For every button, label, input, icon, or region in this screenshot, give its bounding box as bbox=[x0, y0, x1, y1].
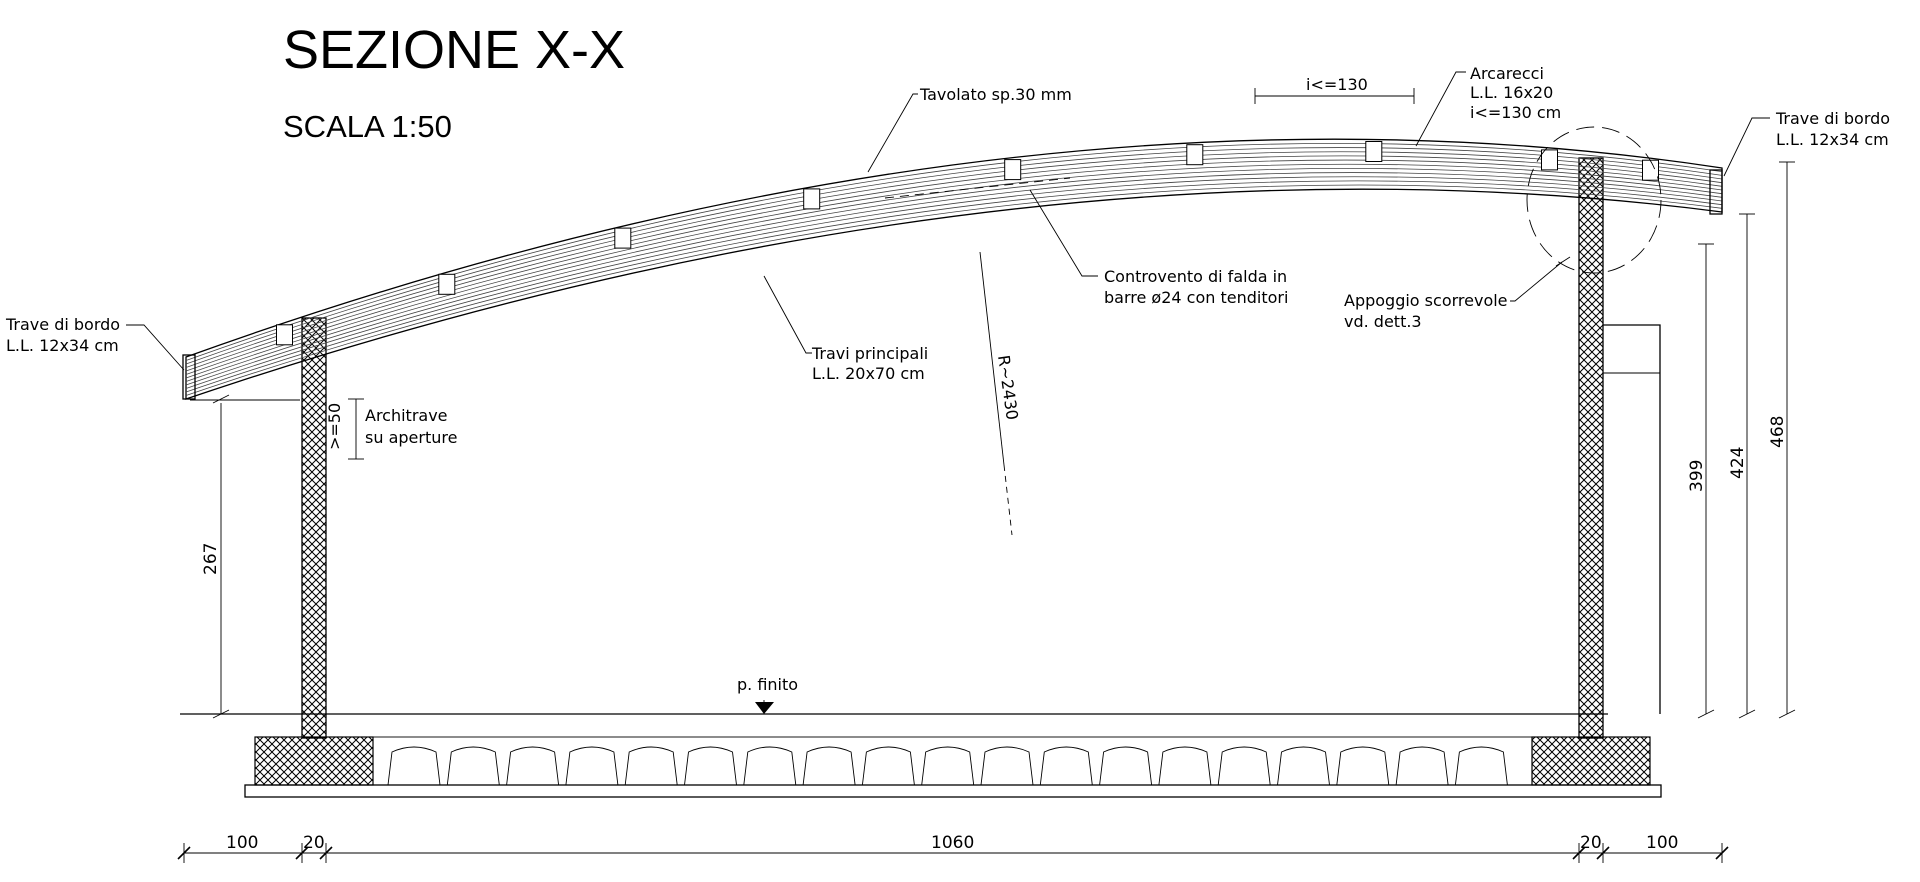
roof-laminations bbox=[185, 143, 1723, 396]
igloo-element bbox=[1039, 746, 1093, 786]
label-trave-left-1: Trave di bordo bbox=[5, 315, 120, 334]
purlin bbox=[803, 188, 821, 210]
leader-arcarecci bbox=[1415, 71, 1466, 147]
dim-424-label: 424 bbox=[1728, 447, 1748, 479]
purlins bbox=[276, 141, 1659, 346]
roof-lamination-line bbox=[185, 147, 1723, 365]
detail-circle bbox=[1526, 126, 1662, 274]
vespaio-igloo-row bbox=[387, 746, 1508, 786]
radius-line bbox=[979, 251, 1005, 466]
foundation-right bbox=[1531, 736, 1651, 786]
radius-line-dashed bbox=[1003, 464, 1013, 536]
igloo-element bbox=[446, 746, 500, 786]
roof-lamination-line bbox=[185, 163, 1723, 379]
leader-appoggio bbox=[1510, 261, 1563, 302]
wall-right bbox=[1578, 157, 1604, 739]
drawing-scale: SCALA 1:50 bbox=[283, 109, 452, 144]
purlin bbox=[1365, 141, 1383, 162]
roof-lamination-line bbox=[185, 168, 1723, 382]
foundation-slab bbox=[244, 784, 1662, 798]
dim-bottom-2: 20 bbox=[303, 833, 325, 853]
edge-beam-left bbox=[182, 354, 196, 400]
label-trave-left-2: L.L. 12x34 cm bbox=[6, 336, 119, 355]
roof-lamination-line bbox=[185, 155, 1723, 372]
igloo-element bbox=[684, 746, 737, 786]
purlin bbox=[1642, 159, 1659, 181]
architrave-label-2: su aperture bbox=[365, 428, 457, 447]
roof-lamination-line bbox=[185, 184, 1723, 396]
igloo-element bbox=[743, 746, 797, 786]
label-trave-right-1: Trave di bordo bbox=[1775, 109, 1890, 128]
label-travi-1: Travi principali bbox=[811, 344, 928, 363]
floor-slab-outline bbox=[372, 736, 1533, 786]
roof-lamination-line bbox=[185, 143, 1723, 361]
igloo-element bbox=[506, 746, 560, 786]
right-annex bbox=[1603, 324, 1661, 714]
igloo-element bbox=[1217, 746, 1271, 786]
igloo-element bbox=[1454, 746, 1508, 786]
leader-controvento bbox=[1029, 189, 1098, 277]
purlin bbox=[1186, 144, 1204, 166]
label-controvento-1: Controvento di falda in bbox=[1104, 267, 1287, 286]
wall-left bbox=[301, 317, 327, 739]
floor-label: p. finito bbox=[737, 675, 798, 694]
dim-bottom-4: 20 bbox=[1580, 833, 1602, 853]
leader-trave-right bbox=[1723, 117, 1770, 177]
purlin bbox=[614, 227, 632, 249]
label-appoggio-1: Appoggio scorrevole bbox=[1344, 291, 1508, 310]
purlin bbox=[1004, 159, 1022, 181]
drawing-title: SEZIONE X-X bbox=[283, 20, 625, 80]
leader-tavolato bbox=[867, 93, 918, 173]
roof-lamination-line bbox=[185, 176, 1723, 389]
leader-trave-left bbox=[126, 324, 185, 371]
roof-lamination-line bbox=[185, 180, 1723, 393]
edge-beam-right bbox=[1709, 169, 1723, 215]
dim-bottom-3: 1060 bbox=[931, 833, 974, 853]
dim-bottom-5: 100 bbox=[1646, 833, 1678, 853]
igloo-element bbox=[1395, 746, 1449, 786]
label-arcarecci-2: L.L. 16x20 bbox=[1470, 83, 1553, 102]
igloo-element bbox=[624, 746, 678, 786]
purlin bbox=[1541, 149, 1558, 171]
purlin bbox=[438, 273, 456, 295]
igloo-element bbox=[1158, 746, 1212, 786]
label-arcarecci-1: Arcarecci bbox=[1470, 64, 1544, 83]
igloo-element bbox=[1099, 746, 1153, 786]
igloo-element bbox=[921, 746, 975, 786]
roof-beam bbox=[185, 138, 1723, 400]
spacing-label: i<=130 bbox=[1306, 75, 1368, 94]
igloo-element bbox=[1336, 746, 1390, 786]
igloo-element bbox=[387, 746, 441, 786]
label-tavolato: Tavolato sp.30 mm bbox=[919, 85, 1072, 104]
architrave-label-1: Architrave bbox=[365, 406, 448, 425]
label-travi-2: L.L. 20x70 cm bbox=[812, 364, 925, 383]
label-trave-right-2: L.L. 12x34 cm bbox=[1776, 130, 1889, 149]
bracing-line bbox=[884, 177, 1071, 199]
floor-level-marker bbox=[755, 702, 774, 714]
roof-lamination-line bbox=[185, 159, 1723, 375]
igloo-element bbox=[802, 746, 856, 786]
label-controvento-2: barre ø24 con tenditori bbox=[1104, 288, 1288, 307]
foundation-left bbox=[254, 736, 374, 786]
igloo-element bbox=[565, 746, 619, 786]
igloo-element bbox=[980, 746, 1034, 786]
leader-travi bbox=[763, 275, 812, 354]
architrave-dim: >=50 bbox=[325, 403, 344, 450]
dim-399-label: 399 bbox=[1687, 460, 1707, 492]
dim-left-height-label: 267 bbox=[201, 543, 221, 575]
igloo-element bbox=[861, 746, 915, 786]
dim-468-label: 468 bbox=[1768, 416, 1788, 448]
roof-lamination-line bbox=[185, 172, 1723, 386]
label-arcarecci-3: i<=130 cm bbox=[1470, 103, 1561, 122]
label-appoggio-2: vd. dett.3 bbox=[1344, 312, 1422, 331]
purlin bbox=[276, 324, 293, 346]
roof-lamination-line bbox=[185, 151, 1723, 368]
igloo-element bbox=[1277, 746, 1330, 786]
dim-bottom-1: 100 bbox=[226, 833, 258, 853]
